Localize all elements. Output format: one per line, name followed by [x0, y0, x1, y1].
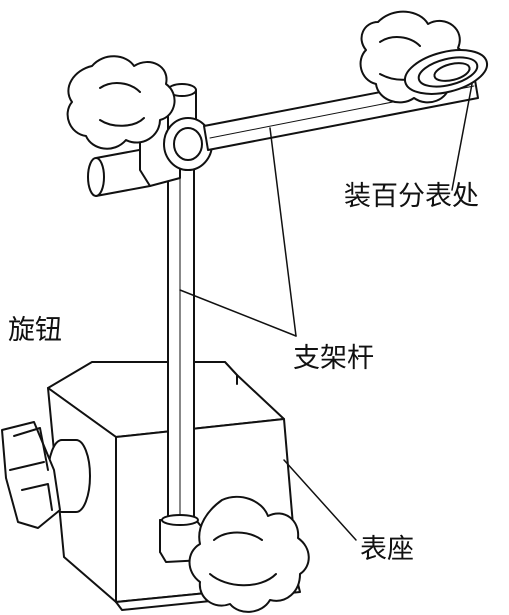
label-knob: 旋钮: [8, 315, 62, 346]
indicator-mount-ring: [403, 49, 489, 95]
leader-base: [283, 459, 357, 541]
label-base: 表座: [360, 534, 414, 565]
vertical-rod: [167, 149, 195, 547]
cross-clamp: [87, 83, 213, 197]
leader-rod-vertical: [179, 289, 297, 337]
knob-top-left: [66, 55, 176, 150]
leader-rod-arm: [269, 127, 297, 337]
label-support-rod: 支架杆: [293, 343, 374, 374]
knob-left: [1, 421, 91, 529]
knob-bottom: [188, 495, 310, 613]
leader-indicator: [451, 83, 473, 191]
leader-lines: [179, 83, 473, 541]
label-indicator-mount: 装百分表处: [344, 181, 479, 212]
